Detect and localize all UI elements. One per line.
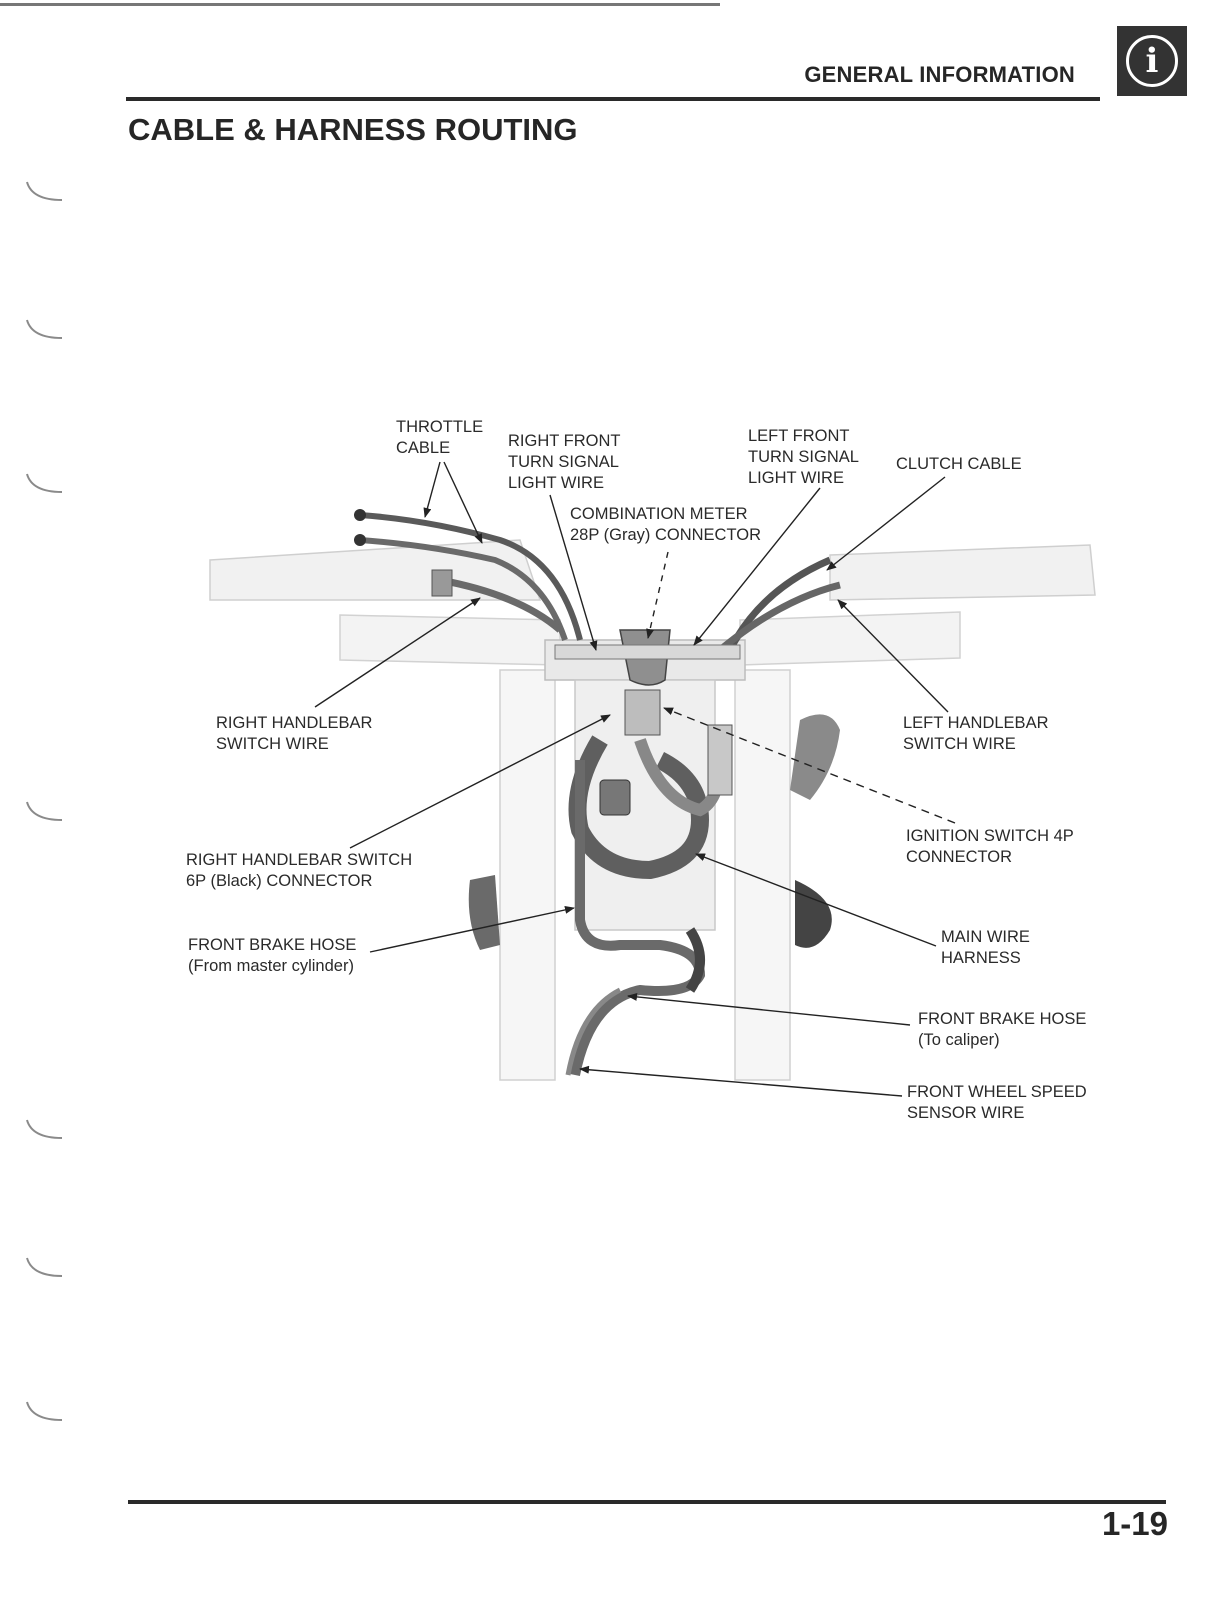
label-throttle-cable: THROTTLE CABLE	[396, 418, 484, 457]
label-right-handlebar-switch-connector: RIGHT HANDLEBAR SWITCH 6P (Black) CONNEC…	[186, 851, 413, 890]
label-front-brake-hose-caliper: FRONT BRAKE HOSE (To caliper)	[918, 1010, 1087, 1049]
label-clutch-cable: CLUTCH CABLE	[896, 455, 1022, 473]
label-right-handlebar-switch-wire: RIGHT HANDLEBAR SWITCH WIRE	[216, 714, 373, 753]
label-left-handlebar-switch-wire: LEFT HANDLEBAR SWITCH WIRE	[903, 714, 1049, 753]
label-main-wire-harness: MAIN WIRE HARNESS	[941, 928, 1030, 967]
info-icon: i	[1117, 26, 1187, 96]
label-combination-meter-connector: COMBINATION METER 28P (Gray) CONNECTOR	[570, 505, 762, 544]
binder-ring-mark	[26, 1119, 63, 1139]
leader-lines	[314, 461, 956, 1097]
label-front-brake-hose-master: FRONT BRAKE HOSE (From master cylinder)	[188, 936, 357, 975]
binder-ring-mark	[26, 473, 63, 493]
binder-ring-mark	[26, 1257, 63, 1277]
header-rule	[126, 97, 1100, 101]
motorcycle-frame-sketch	[209, 509, 1096, 1081]
page-title: CABLE & HARNESS ROUTING	[128, 112, 578, 147]
binder-ring-mark	[26, 1401, 63, 1421]
page-top-edge	[0, 3, 720, 6]
label-right-front-turn-signal: RIGHT FRONT TURN SIGNAL LIGHT WIRE	[508, 432, 621, 492]
label-left-front-turn-signal: LEFT FRONT TURN SIGNAL LIGHT WIRE	[748, 427, 859, 487]
binder-ring-mark	[26, 319, 63, 339]
section-header-label: GENERAL INFORMATION	[804, 62, 1075, 87]
binder-ring-mark	[26, 181, 63, 201]
footer-rule	[128, 1500, 1166, 1504]
label-ignition-switch-connector: IGNITION SWITCH 4P CONNECTOR	[906, 827, 1074, 866]
page-number: 1-19	[1101, 1505, 1168, 1542]
label-front-wheel-speed-sensor: FRONT WHEEL SPEED SENSOR WIRE	[907, 1083, 1087, 1122]
binder-ring-mark	[26, 801, 63, 821]
